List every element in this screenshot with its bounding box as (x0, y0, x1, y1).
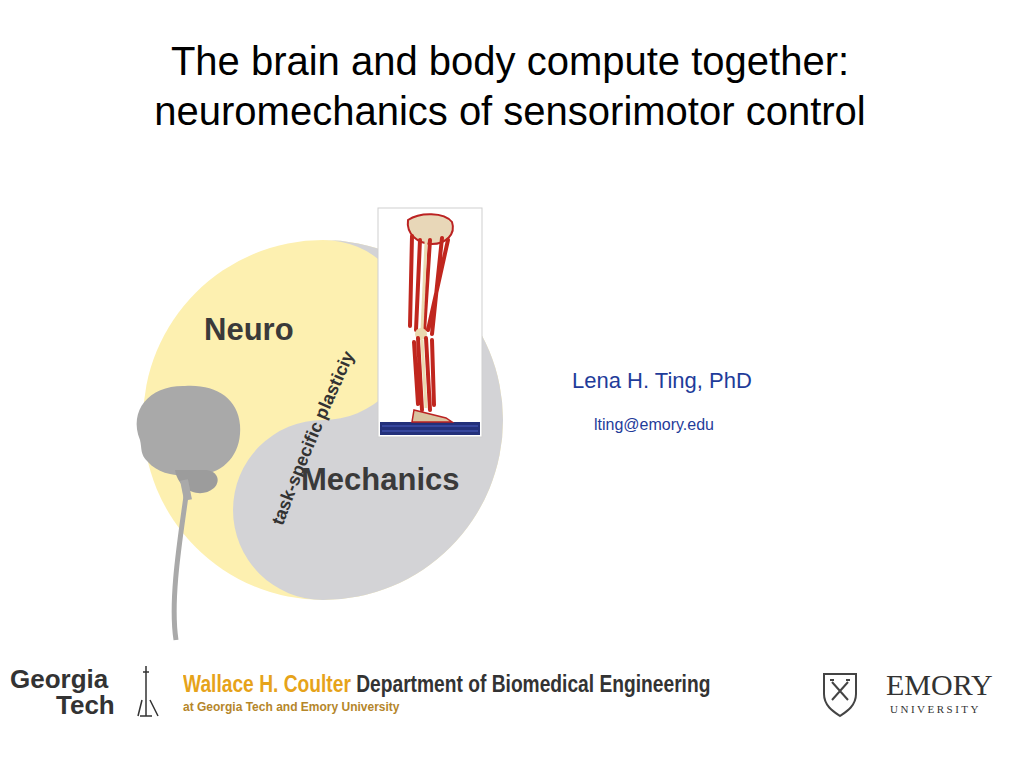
slide-title: The brain and body compute together: neu… (70, 36, 950, 136)
mechanics-label: Mechanics (301, 462, 460, 498)
emory-shield (824, 674, 856, 716)
logo-text: Department of Biomedical Engineering (356, 670, 710, 697)
brain-icon (137, 386, 240, 640)
author-name: Lena H. Ting, PhD (572, 368, 752, 394)
curved-label: task-specific plasticiy (268, 348, 359, 528)
logo-text: Wallace H. Coulter (183, 670, 351, 697)
logo-text: Tech (56, 690, 115, 721)
logo-text: EMORY (886, 668, 993, 702)
logo-text: UNIVERSITY (890, 703, 981, 715)
coulter-line: Wallace H. Coulter Department of Biomedi… (183, 670, 710, 698)
curved-text: task-specific plasticiy (268, 348, 359, 528)
author-email: lting@emory.edu (594, 416, 714, 434)
neuro-label: Neuro (204, 312, 294, 348)
leg-model (378, 208, 482, 437)
gt-tower (138, 666, 158, 716)
logo-text: at Georgia Tech and Emory University (183, 700, 400, 714)
